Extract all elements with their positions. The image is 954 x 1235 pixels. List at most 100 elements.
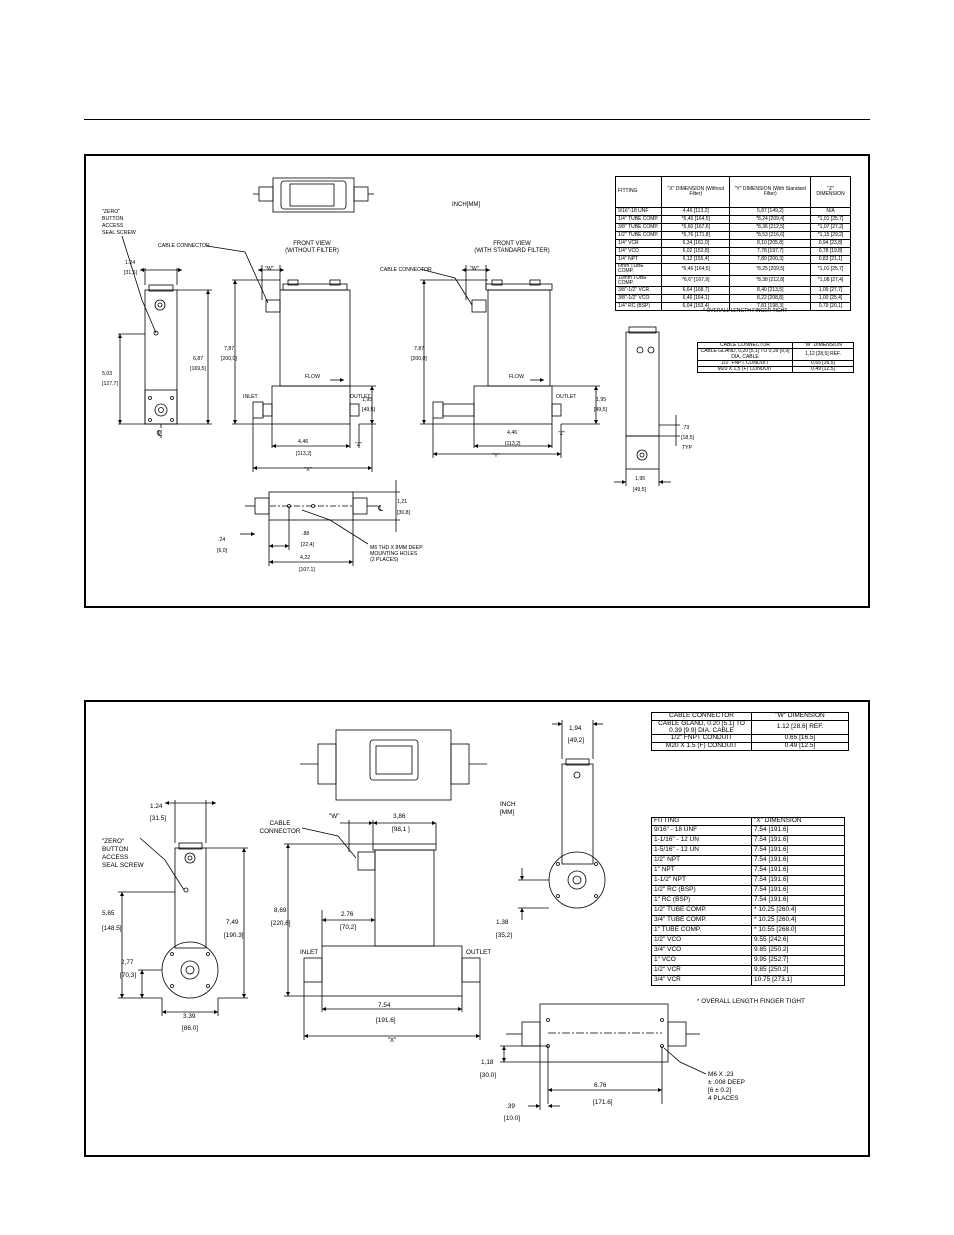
table-cell: *6,46 [164,5] <box>661 215 731 224</box>
table-cell: 1/2" NPT <box>651 854 752 866</box>
table-cell: 7.54 [191.6] <box>751 834 845 846</box>
dim-b869: 8,69 <box>274 907 287 914</box>
table-cell: 7.54 [191.6] <box>751 884 845 896</box>
dim-495a: [49,5] <box>362 407 376 413</box>
dim-b981: [98,1 ] <box>392 826 410 833</box>
table-cell: 1,00 [25,4] <box>810 294 851 303</box>
dim-195a: 1,95 <box>362 397 372 403</box>
table-header: "Z" DIMENSION <box>810 176 851 208</box>
dim-1277: [127,7] <box>102 381 118 387</box>
table-cell: M20 X 1.5 (F) CONDUIT <box>651 742 752 752</box>
dim-446a: 4,46 <box>298 439 308 445</box>
table-cell: *8,36 [212,5] <box>729 223 812 232</box>
table-cell: 8,40 [213,5] <box>729 286 812 295</box>
table-cell: *1,15 [29,2] <box>810 231 851 240</box>
dim-315: [31,5] <box>124 270 138 276</box>
mounting-note-b2: ± .008 DEEP <box>708 1079 745 1086</box>
zero-button-label-4: SEAL SCREW <box>102 230 136 236</box>
dim-b39: .39 <box>506 1103 515 1110</box>
dim-2000b: [200,0] <box>411 356 427 362</box>
dim-b300: [30.0] <box>480 1072 496 1079</box>
outlet-label-b: OUTLET <box>466 949 491 956</box>
table-row: 1/4" TUBE COMP.*6,46 [164,5]*8,24 [209,4… <box>614 215 851 224</box>
table-cell: 3/8"-1/2" VCR <box>614 286 663 295</box>
table-cell: *6,60 [167,6] <box>661 223 731 232</box>
inlet-label: INLET <box>243 394 259 400</box>
table-cell: 1.12 [28.6] REF. <box>751 719 849 736</box>
table-cell: 1/4" VCO <box>614 247 663 256</box>
dim-495b: [49,5] <box>594 407 608 413</box>
front-view-without-filter <box>206 245 376 472</box>
table-cell: 9.85 [250.2] <box>751 964 845 976</box>
dim-b118: 1,18 <box>481 1059 494 1066</box>
table-cell: M20 X 1,5 (F) CONDUIT <box>697 365 793 374</box>
dim-88: .88 <box>302 531 309 537</box>
dim-224: [22,4] <box>301 542 315 548</box>
table-cell: 4,46 [113,2] <box>661 207 731 216</box>
table-cell: * 10.55 [268.0] <box>751 924 845 936</box>
header-rule <box>84 119 870 120</box>
dim-b100: [10.0] <box>504 1115 520 1122</box>
dim-495c: [49,5] <box>633 487 647 493</box>
table-cell: *6,6" [167,9] <box>661 274 731 287</box>
table-row: 3/4" TUBE COMP.* 10.25 [260.4] <box>651 914 845 926</box>
table-header: "W" DIMENSION <box>751 712 849 721</box>
w-dim-label-b: "W" <box>329 813 340 820</box>
dim-300: [30,8] <box>397 510 411 516</box>
table-row: 10mm TUBE COMP.*6,6" [167,9]*8,38 [212,8… <box>614 274 851 287</box>
dim-b1903: [190.3] <box>224 932 244 939</box>
front-view-filter-subtitle: (WITH STANDARD FILTER) <box>474 248 549 254</box>
table-row: 3/8" TUBE COMP.*6,60 [167,6]*8,36 [212,5… <box>614 223 851 232</box>
outlet-label-2: OUTLET <box>556 394 577 400</box>
table-cell: 7.54 [191.6] <box>751 854 845 866</box>
table-cell: *6,46 [164,5] <box>661 263 731 276</box>
w-dim-label: "W" <box>265 266 274 272</box>
mounting-note-b4: 4 PLACES <box>708 1095 739 1102</box>
table-cell: 6mm TUBE COMP. <box>614 263 663 276</box>
dim-1132b: [113,2] <box>505 441 521 447</box>
table-cell: 7.54 [191.6] <box>751 864 845 876</box>
side-view-right-bottom <box>518 720 606 920</box>
table-row: CABLE GLAND, 0,20 [5,1] TO 0,39 [9,9] DI… <box>697 348 854 361</box>
units-label: INCH[MM] <box>452 202 480 208</box>
flow-label: FLOW <box>305 374 320 380</box>
table-cell: 1/2" VCO <box>651 934 752 946</box>
dim-b277: 2,77 <box>121 959 134 966</box>
table-cell: 8,10 [205,8] <box>729 239 812 248</box>
bottom-view-top <box>240 480 400 566</box>
table-cell: 3/8"-1/2" VCO <box>614 294 663 303</box>
table-cell: 0,49 [12,5] <box>792 365 854 374</box>
front-view-large <box>284 820 481 1040</box>
table-cell: 1-5/16" - 12 UN <box>651 844 752 856</box>
dim-787a: 7,87 <box>224 346 234 352</box>
table-cell: *8,38 [212,8] <box>729 274 812 287</box>
table-cell: 1" RC (BSP) <box>651 894 752 906</box>
dim-b702: [70,2] <box>340 924 356 931</box>
dim-60: [6,0] <box>217 548 228 554</box>
table-cell: 1,12 [28,5] REF. <box>792 348 854 361</box>
dim-b124: 1.24 <box>150 803 163 810</box>
cable-connector-b1: CABLE <box>270 820 291 827</box>
dim-446b: 4,46 <box>507 430 517 436</box>
finger-tight-note-top: * OVERALL LENGTH FINGER TIGHT <box>703 308 788 314</box>
front-view-title: FRONT VIEW <box>293 241 331 247</box>
table-cell: * 10.25 [260.4] <box>751 904 845 916</box>
dim-b138: 1.38 <box>496 919 509 926</box>
table-cell: *6,76 [171,8] <box>661 231 731 240</box>
zero-button-b4: SEAL SCREW <box>102 862 145 869</box>
table-cell: CABLE GLAND, 0,20 [5,1] TO 0,39 [9,9] DI… <box>697 348 793 361</box>
table-cell: 8,22 [208,8] <box>729 294 812 303</box>
dim-b565: 5,65 <box>102 910 115 917</box>
cable-connector-b2: CONNECTOR <box>259 828 300 835</box>
side-view-left-large <box>118 800 248 1016</box>
